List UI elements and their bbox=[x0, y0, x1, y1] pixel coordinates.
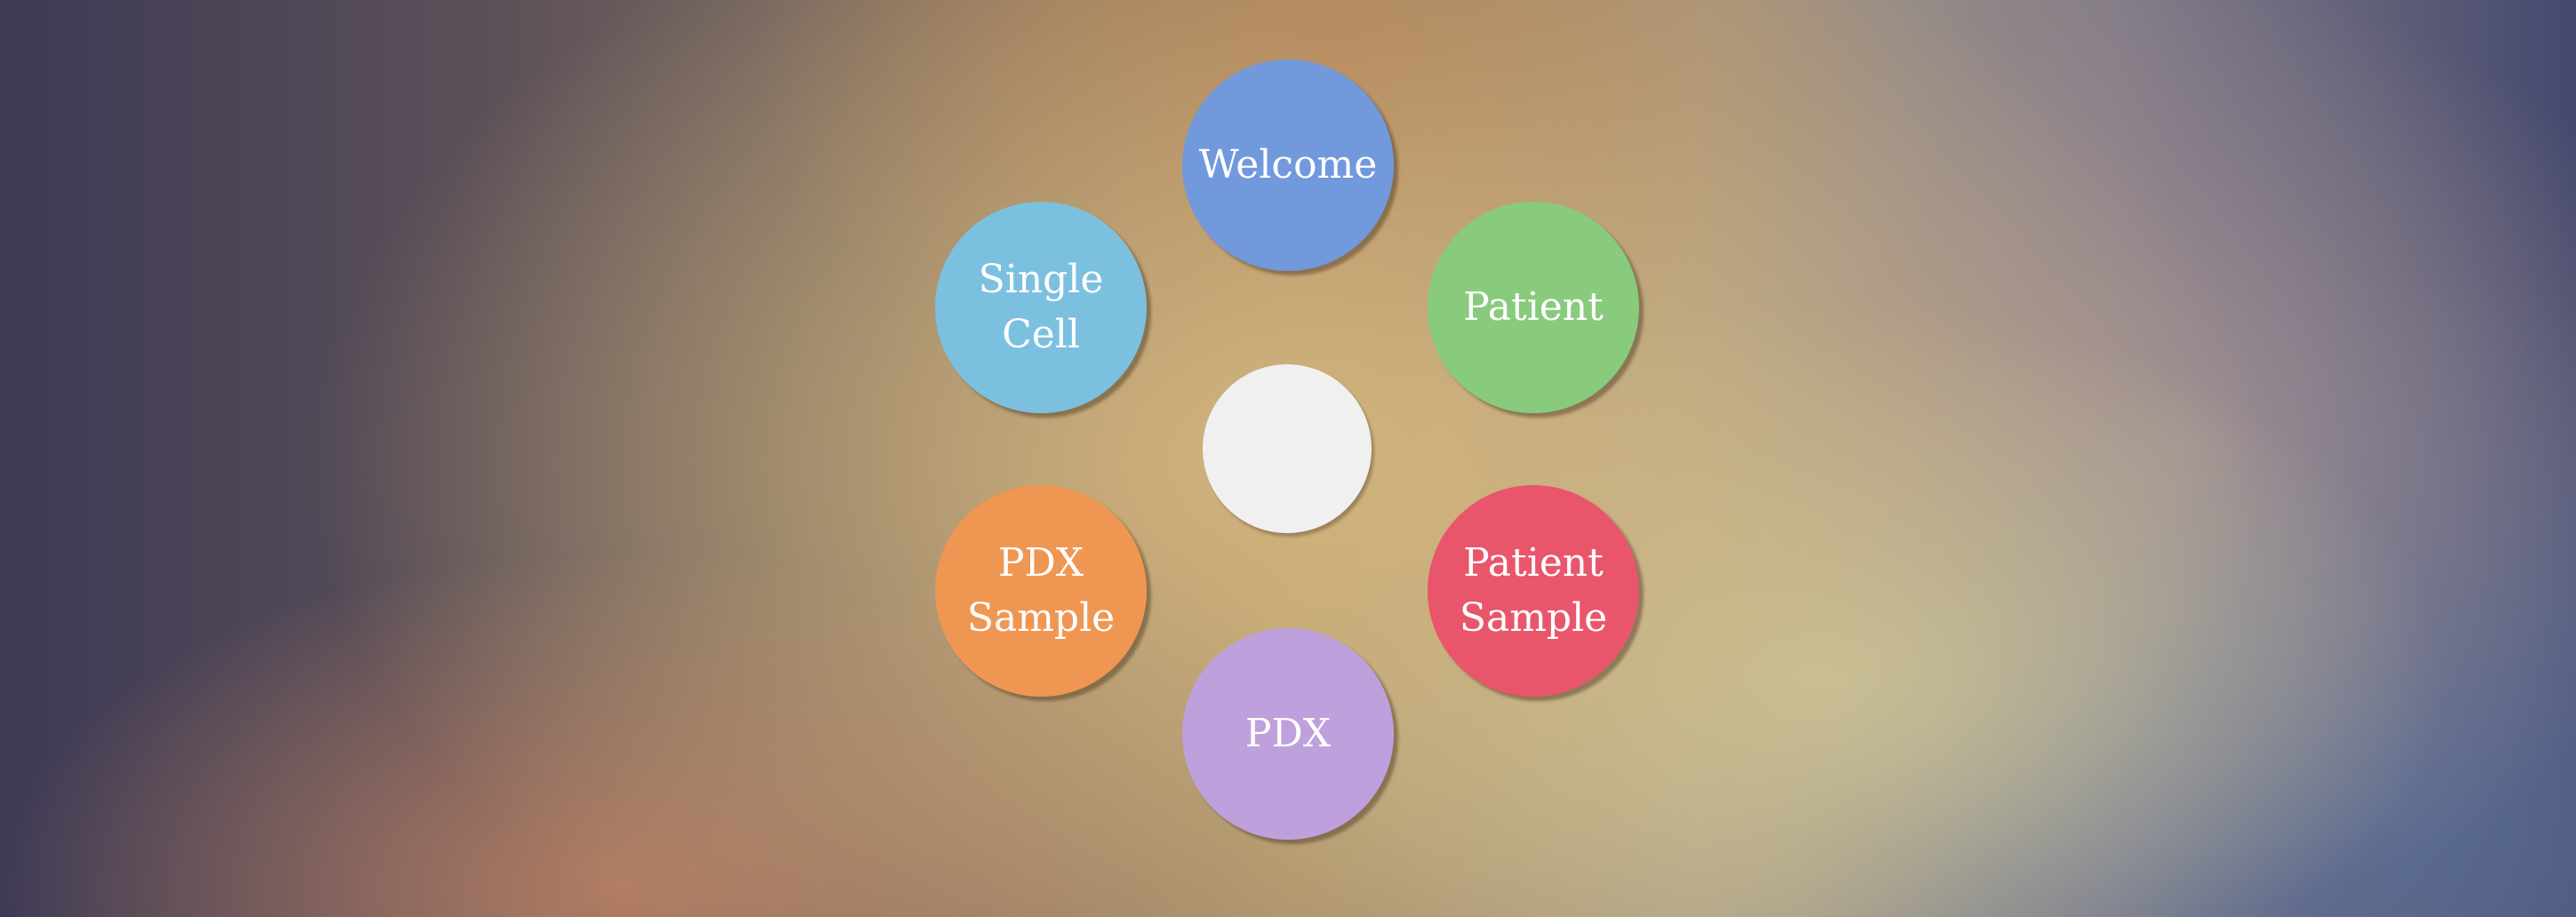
pdx-label: PDX bbox=[1244, 711, 1332, 756]
welcome-label: Welcome bbox=[1198, 142, 1378, 187]
patient-sample-label: Patient Sample bbox=[1459, 540, 1608, 641]
patient-label: Patient bbox=[1463, 284, 1604, 330]
pdx-sample-label: PDX Sample bbox=[966, 540, 1116, 641]
welcome-node[interactable]: Welcome bbox=[1182, 60, 1394, 271]
patient-sample-node[interactable]: Patient Sample bbox=[1428, 485, 1639, 697]
pdx-node[interactable]: PDX bbox=[1182, 628, 1394, 840]
center-hub[interactable] bbox=[1203, 364, 1372, 533]
pdx-sample-node[interactable]: PDX Sample bbox=[935, 485, 1147, 697]
single-cell-node[interactable]: Single Cell bbox=[935, 202, 1147, 413]
single-cell-label: Single Cell bbox=[978, 257, 1104, 357]
patient-node[interactable]: Patient bbox=[1428, 202, 1639, 413]
